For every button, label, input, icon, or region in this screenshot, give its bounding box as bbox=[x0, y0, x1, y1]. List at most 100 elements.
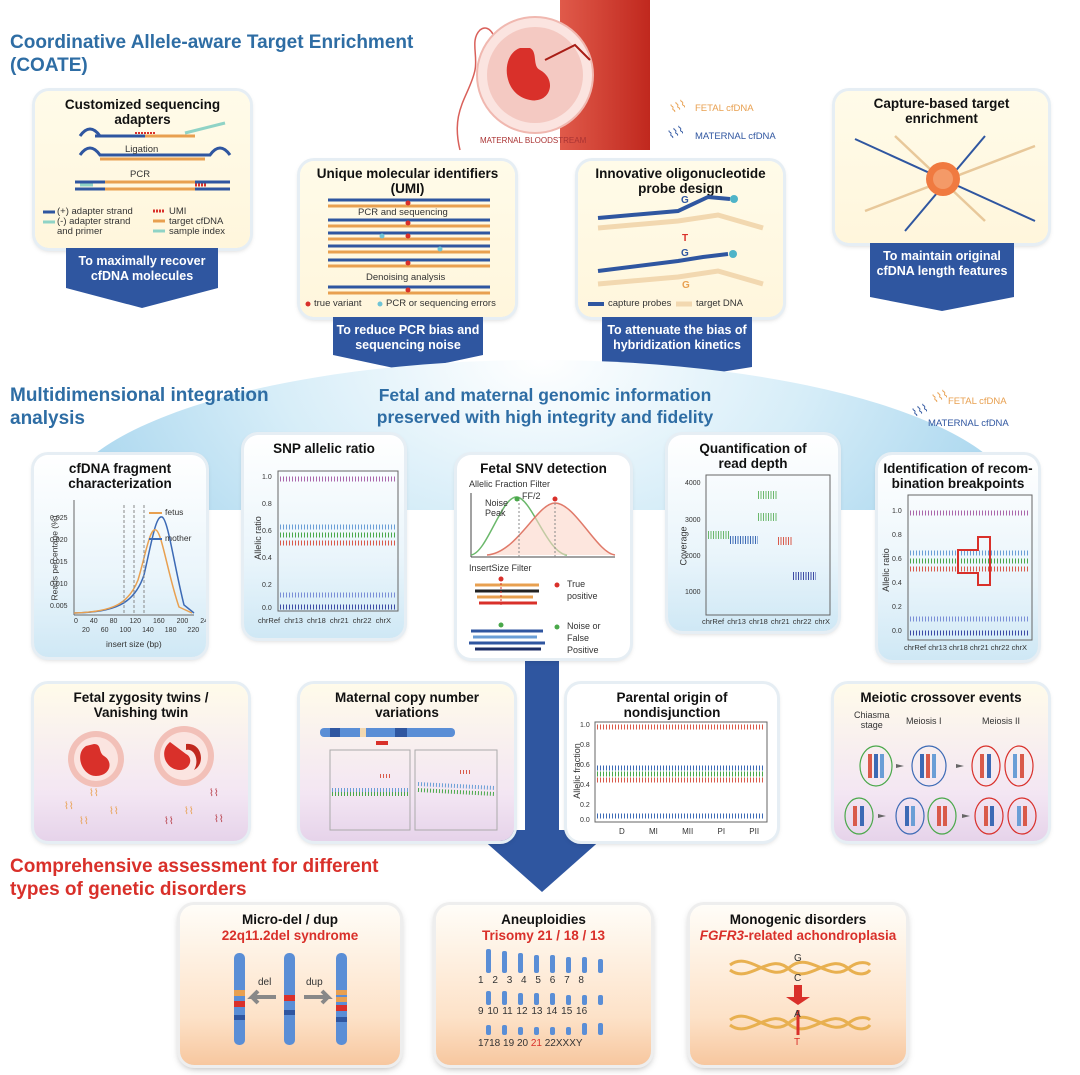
mono-title: Monogenic disorders bbox=[729, 912, 867, 927]
umi-title: Unique molecular identifiers (UMI) bbox=[316, 166, 499, 196]
comprehensive-title: Comprehensive assessment for different t… bbox=[10, 856, 379, 900]
parental-title: Parental origin of nondisjunction bbox=[616, 690, 728, 720]
probe-base-g1: G bbox=[681, 195, 689, 206]
depth-ytick: 4000 bbox=[685, 480, 701, 487]
probe-base-g3: G bbox=[682, 280, 690, 291]
capture-title: Capture-based target enrichment bbox=[873, 96, 1010, 126]
parental-ytick: 0.6 bbox=[580, 762, 590, 769]
karyotype bbox=[486, 949, 603, 1035]
fragment-ytick: 0.005 bbox=[50, 603, 68, 610]
legend-mother: mother bbox=[165, 533, 192, 543]
karyotype-row3: 1718 19 20 21 22XXXY bbox=[478, 1038, 583, 1049]
recomb-ytick: 0.8 bbox=[892, 532, 902, 539]
true-positive-label: True bbox=[567, 579, 586, 589]
microdel-subtitle: 22q11.2del syndrome bbox=[221, 928, 359, 943]
fragment-ytick: 0.015 bbox=[50, 559, 68, 566]
parental-ytick: 0.2 bbox=[580, 802, 590, 809]
umi-card: Unique molecular identifiers (UMI) PCR a… bbox=[300, 161, 515, 317]
karyotype-row2: 9 10 11 12 13 14 15 16 bbox=[478, 1006, 588, 1017]
legend-umi: UMI bbox=[169, 206, 187, 217]
dup-label: dup bbox=[306, 977, 323, 988]
parental-ytick: 1.0 bbox=[580, 722, 590, 729]
karyotype-row1: 1 2 3 4 5 6 7 8 bbox=[478, 975, 584, 986]
hero-maternal-label: MATERNAL cfDNA bbox=[695, 131, 776, 142]
legend-minus-strand: (-) adapter strand bbox=[57, 216, 131, 227]
aneu-card: Aneuploidies Trisomy 21 / 18 / 13 1 2 3 … bbox=[436, 905, 651, 1065]
ff2-label: FF/2 bbox=[522, 491, 541, 501]
mono-subtitle: FGFR3-related achondroplasia bbox=[690, 928, 906, 943]
snv-diagram bbox=[469, 493, 616, 651]
insert-filter-label: InsertSize Filter bbox=[469, 563, 532, 573]
svg-text:⌇⌇: ⌇⌇ bbox=[79, 816, 89, 827]
adapter-diagram bbox=[43, 121, 232, 233]
probe-base-t1: T bbox=[682, 233, 689, 244]
recomb-ytick: 1.0 bbox=[892, 508, 902, 515]
snp-ytick: 0.0 bbox=[262, 605, 272, 612]
meiotic-title: Meiotic crossover events bbox=[860, 690, 1022, 705]
noise-fp-label1: Noise or bbox=[567, 621, 601, 631]
microdel-diagram bbox=[234, 953, 347, 1045]
capture-arrow: To maintain original cfDNA length featur… bbox=[870, 243, 1014, 297]
base-c: C bbox=[794, 973, 802, 984]
legend-fetus: fetus bbox=[165, 507, 184, 517]
adapters-title: Customized sequencing adapters bbox=[64, 97, 221, 127]
adapters-arrow-tip bbox=[66, 288, 218, 308]
legend-primer: and primer bbox=[57, 226, 103, 237]
fragment-ytick: 0.025 bbox=[50, 515, 68, 522]
fragment-xlabel: insert size (bp) bbox=[106, 639, 162, 649]
legend-index: sample index bbox=[169, 226, 225, 237]
multi-fetal-label: FETAL cfDNA bbox=[948, 396, 1007, 407]
parental-ytick: 0.0 bbox=[580, 817, 590, 824]
legend-target-dna: target DNA bbox=[696, 298, 743, 309]
fragment-title: cfDNA fragment characterization bbox=[68, 461, 172, 491]
snp-ytick: 0.2 bbox=[262, 582, 272, 589]
noise-fp-label2: False bbox=[567, 633, 590, 643]
svg-text:⌇⌇: ⌇⌇ bbox=[184, 806, 194, 817]
adapters-card: Customized sequencing adapters Ligation … bbox=[35, 91, 250, 248]
umi-pcr-label: PCR and sequencing bbox=[358, 207, 448, 218]
pregnancy-illustration: MATERNAL BLOODSTREAM bbox=[456, 0, 650, 151]
probe-arrow: To attenuate the bias of hybridization k… bbox=[602, 317, 752, 367]
depth-ytick: 3000 bbox=[685, 517, 701, 524]
recomb-ytick: 0.2 bbox=[892, 604, 902, 611]
aneu-title: Aneuploidies bbox=[501, 912, 586, 927]
fragment-xticks-bottom: 20 60 100 140 180 220 260 bbox=[82, 627, 200, 634]
probe-card: Innovative oligonucleotide probe design … bbox=[578, 161, 783, 317]
svg-text:⌇⌇: ⌇⌇ bbox=[214, 814, 224, 825]
coate-title: Coordinative Allele-aware Target Enrichm… bbox=[10, 31, 430, 77]
recomb-card: Identification of recom-bination breakpo… bbox=[878, 455, 1038, 660]
hero-fetal-label: FETAL cfDNA bbox=[695, 103, 754, 114]
legend-plus-strand: (+) adapter strand bbox=[57, 206, 133, 217]
mono-subtitle-rest: -related achondroplasia bbox=[743, 928, 897, 943]
legend-capture: capture probes bbox=[608, 298, 672, 309]
snp-card: SNP allelic ratio Allelic ratio 1.0 0.8 … bbox=[244, 435, 404, 638]
svg-text:⌇⌇: ⌇⌇ bbox=[164, 816, 174, 827]
hero-illustration: MATERNAL BLOODSTREAM bbox=[440, 0, 650, 151]
legend-target: target cfDNA bbox=[169, 216, 224, 227]
snp-ytick: 0.4 bbox=[262, 555, 272, 562]
legend-errors: PCR or sequencing errors bbox=[386, 298, 496, 309]
recomb-ytick: 0.4 bbox=[892, 580, 902, 587]
cnv-charts bbox=[320, 728, 498, 831]
snp-ytick: 1.0 bbox=[262, 474, 272, 481]
microdel-title: Micro-del / dup bbox=[242, 912, 338, 927]
af-filter-label: Allelic Fraction Filter bbox=[469, 479, 551, 489]
umi-diagram bbox=[305, 198, 490, 307]
coate-title-line1: Coordinative Allele-aware Target Enrichm… bbox=[10, 32, 414, 53]
multi-title: Multidimensional integration analysis bbox=[10, 385, 269, 429]
base-t: T bbox=[794, 1037, 801, 1048]
cnv-title: Maternal copy number variations bbox=[334, 690, 480, 720]
central-shaft bbox=[525, 640, 559, 830]
true-positive-label2: positive bbox=[567, 591, 598, 601]
fragment-ytick: 0.010 bbox=[50, 581, 68, 588]
fragment-chart bbox=[73, 500, 195, 616]
snv-card: Fetal SNV detection Allelic Fraction Fil… bbox=[457, 455, 630, 658]
peak-label: Peak bbox=[485, 508, 506, 518]
parental-card: Parental origin of nondisjunction Alleli… bbox=[567, 684, 777, 841]
fragment-ytick: 0.020 bbox=[50, 537, 68, 544]
fetal-dna-icon: ⌇⌇⌇ bbox=[668, 98, 689, 116]
svg-text:⌇⌇: ⌇⌇ bbox=[209, 788, 219, 799]
svg-text:⌇⌇: ⌇⌇ bbox=[109, 806, 119, 817]
svg-text:⌇⌇: ⌇⌇ bbox=[89, 788, 99, 799]
